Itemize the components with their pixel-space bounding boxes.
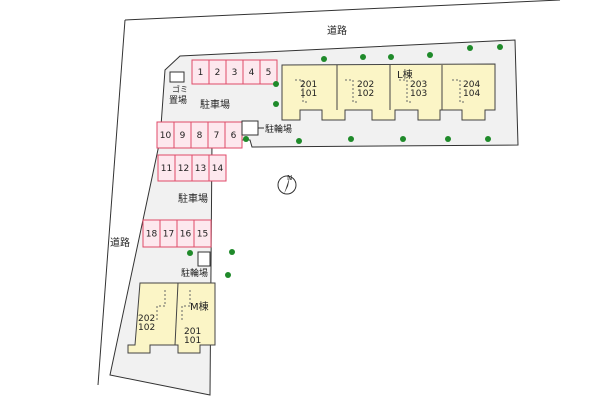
tree-icon [273, 101, 279, 107]
parking-space-number: 2 [215, 68, 221, 78]
north-compass: N [277, 174, 297, 195]
tree-icon [388, 54, 394, 60]
building-m-shape [127, 282, 216, 354]
bicycle-parking-south-label: 駐輪場 [181, 267, 208, 279]
unit-102-m: 102 [138, 323, 155, 333]
tree-icon [273, 81, 279, 87]
tree-icon [497, 44, 503, 50]
parking-label-north: 駐車場 [200, 98, 230, 111]
unit-202-l: 202 [357, 80, 374, 90]
garbage-label-line1: ゴミ [172, 84, 188, 94]
bicycle-parking-south-box [197, 251, 211, 267]
parking-space-number: 6 [231, 131, 237, 141]
parking-space-14 [208, 154, 227, 182]
tree-icon [485, 136, 491, 142]
tree-icon [427, 52, 433, 58]
tree-icon [243, 136, 249, 142]
unit-204-l: 204 [463, 80, 480, 90]
tree-icon [229, 249, 235, 255]
unit-101-m: 101 [184, 336, 201, 346]
building-l-label: L棟 [397, 68, 413, 81]
parking-space-15 [193, 219, 212, 248]
compass-north-label: N [287, 174, 292, 182]
tree-icon [225, 272, 231, 278]
parking-row-3: 11 12 13 14 [157, 154, 227, 182]
road-label-left: 道路 [110, 236, 130, 249]
unit-101-l: 101 [300, 89, 317, 99]
parking-space-number: 14 [212, 164, 224, 174]
parking-space-number: 1 [198, 68, 204, 78]
bicycle-parking-east-label: 駐輪場 [265, 123, 292, 135]
parking-space-number: 17 [163, 230, 174, 240]
trees [187, 44, 503, 278]
unit-202-m: 202 [138, 314, 155, 324]
unit-203-l: 203 [410, 80, 427, 90]
compass-needle [284, 176, 290, 194]
garbage-label-line2: 置場 [169, 94, 187, 106]
tree-icon [321, 56, 327, 62]
parking-space-number: 11 [161, 164, 172, 174]
road-edge-left [97, 19, 126, 386]
parking-label-middle: 駐車場 [178, 192, 208, 205]
unit-103-l: 103 [410, 89, 427, 99]
tree-icon [400, 136, 406, 142]
road-edge-top [124, 0, 561, 21]
parking-space-number: 10 [160, 131, 172, 141]
parking-row-1: 1 2 3 4 5 [191, 59, 278, 85]
parking-space-number: 18 [146, 230, 158, 240]
building-m-label: M棟 [190, 300, 209, 313]
parking-row-4: 18 17 16 15 [142, 219, 212, 248]
road-label-top: 道路 [327, 24, 347, 37]
tree-icon [348, 136, 354, 142]
parking-space-number: 7 [214, 131, 220, 141]
parking-space-5 [259, 59, 278, 85]
unit-104-l: 104 [463, 89, 480, 99]
tree-icon [445, 136, 451, 142]
building-m: M棟 202 102 201 101 [127, 282, 216, 354]
bicycle-parking-east-box [241, 120, 259, 136]
parking-row-2: 10 9 8 7 6 [156, 121, 243, 149]
tree-icon [360, 54, 366, 60]
parking-space-number: 5 [266, 68, 272, 78]
parking-space-number: 3 [232, 68, 238, 78]
building-l: L棟 201 101 202 102 203 103 204 104 [281, 63, 496, 121]
unit-201-l: 201 [300, 80, 317, 90]
parking-space-number: 8 [197, 131, 203, 141]
unit-102-l: 102 [357, 89, 374, 99]
parking-space-number: 16 [180, 230, 192, 240]
parking-space-number: 13 [195, 164, 206, 174]
tree-icon [187, 250, 193, 256]
parking-space-number: 4 [249, 68, 255, 78]
garbage-area-box [169, 71, 185, 83]
parking-space-number: 15 [197, 230, 208, 240]
unit-201-m: 201 [184, 327, 201, 337]
tree-icon [467, 45, 473, 51]
tree-icon [296, 138, 302, 144]
parking-space-number: 12 [178, 164, 189, 174]
parking-space-number: 9 [180, 131, 186, 141]
